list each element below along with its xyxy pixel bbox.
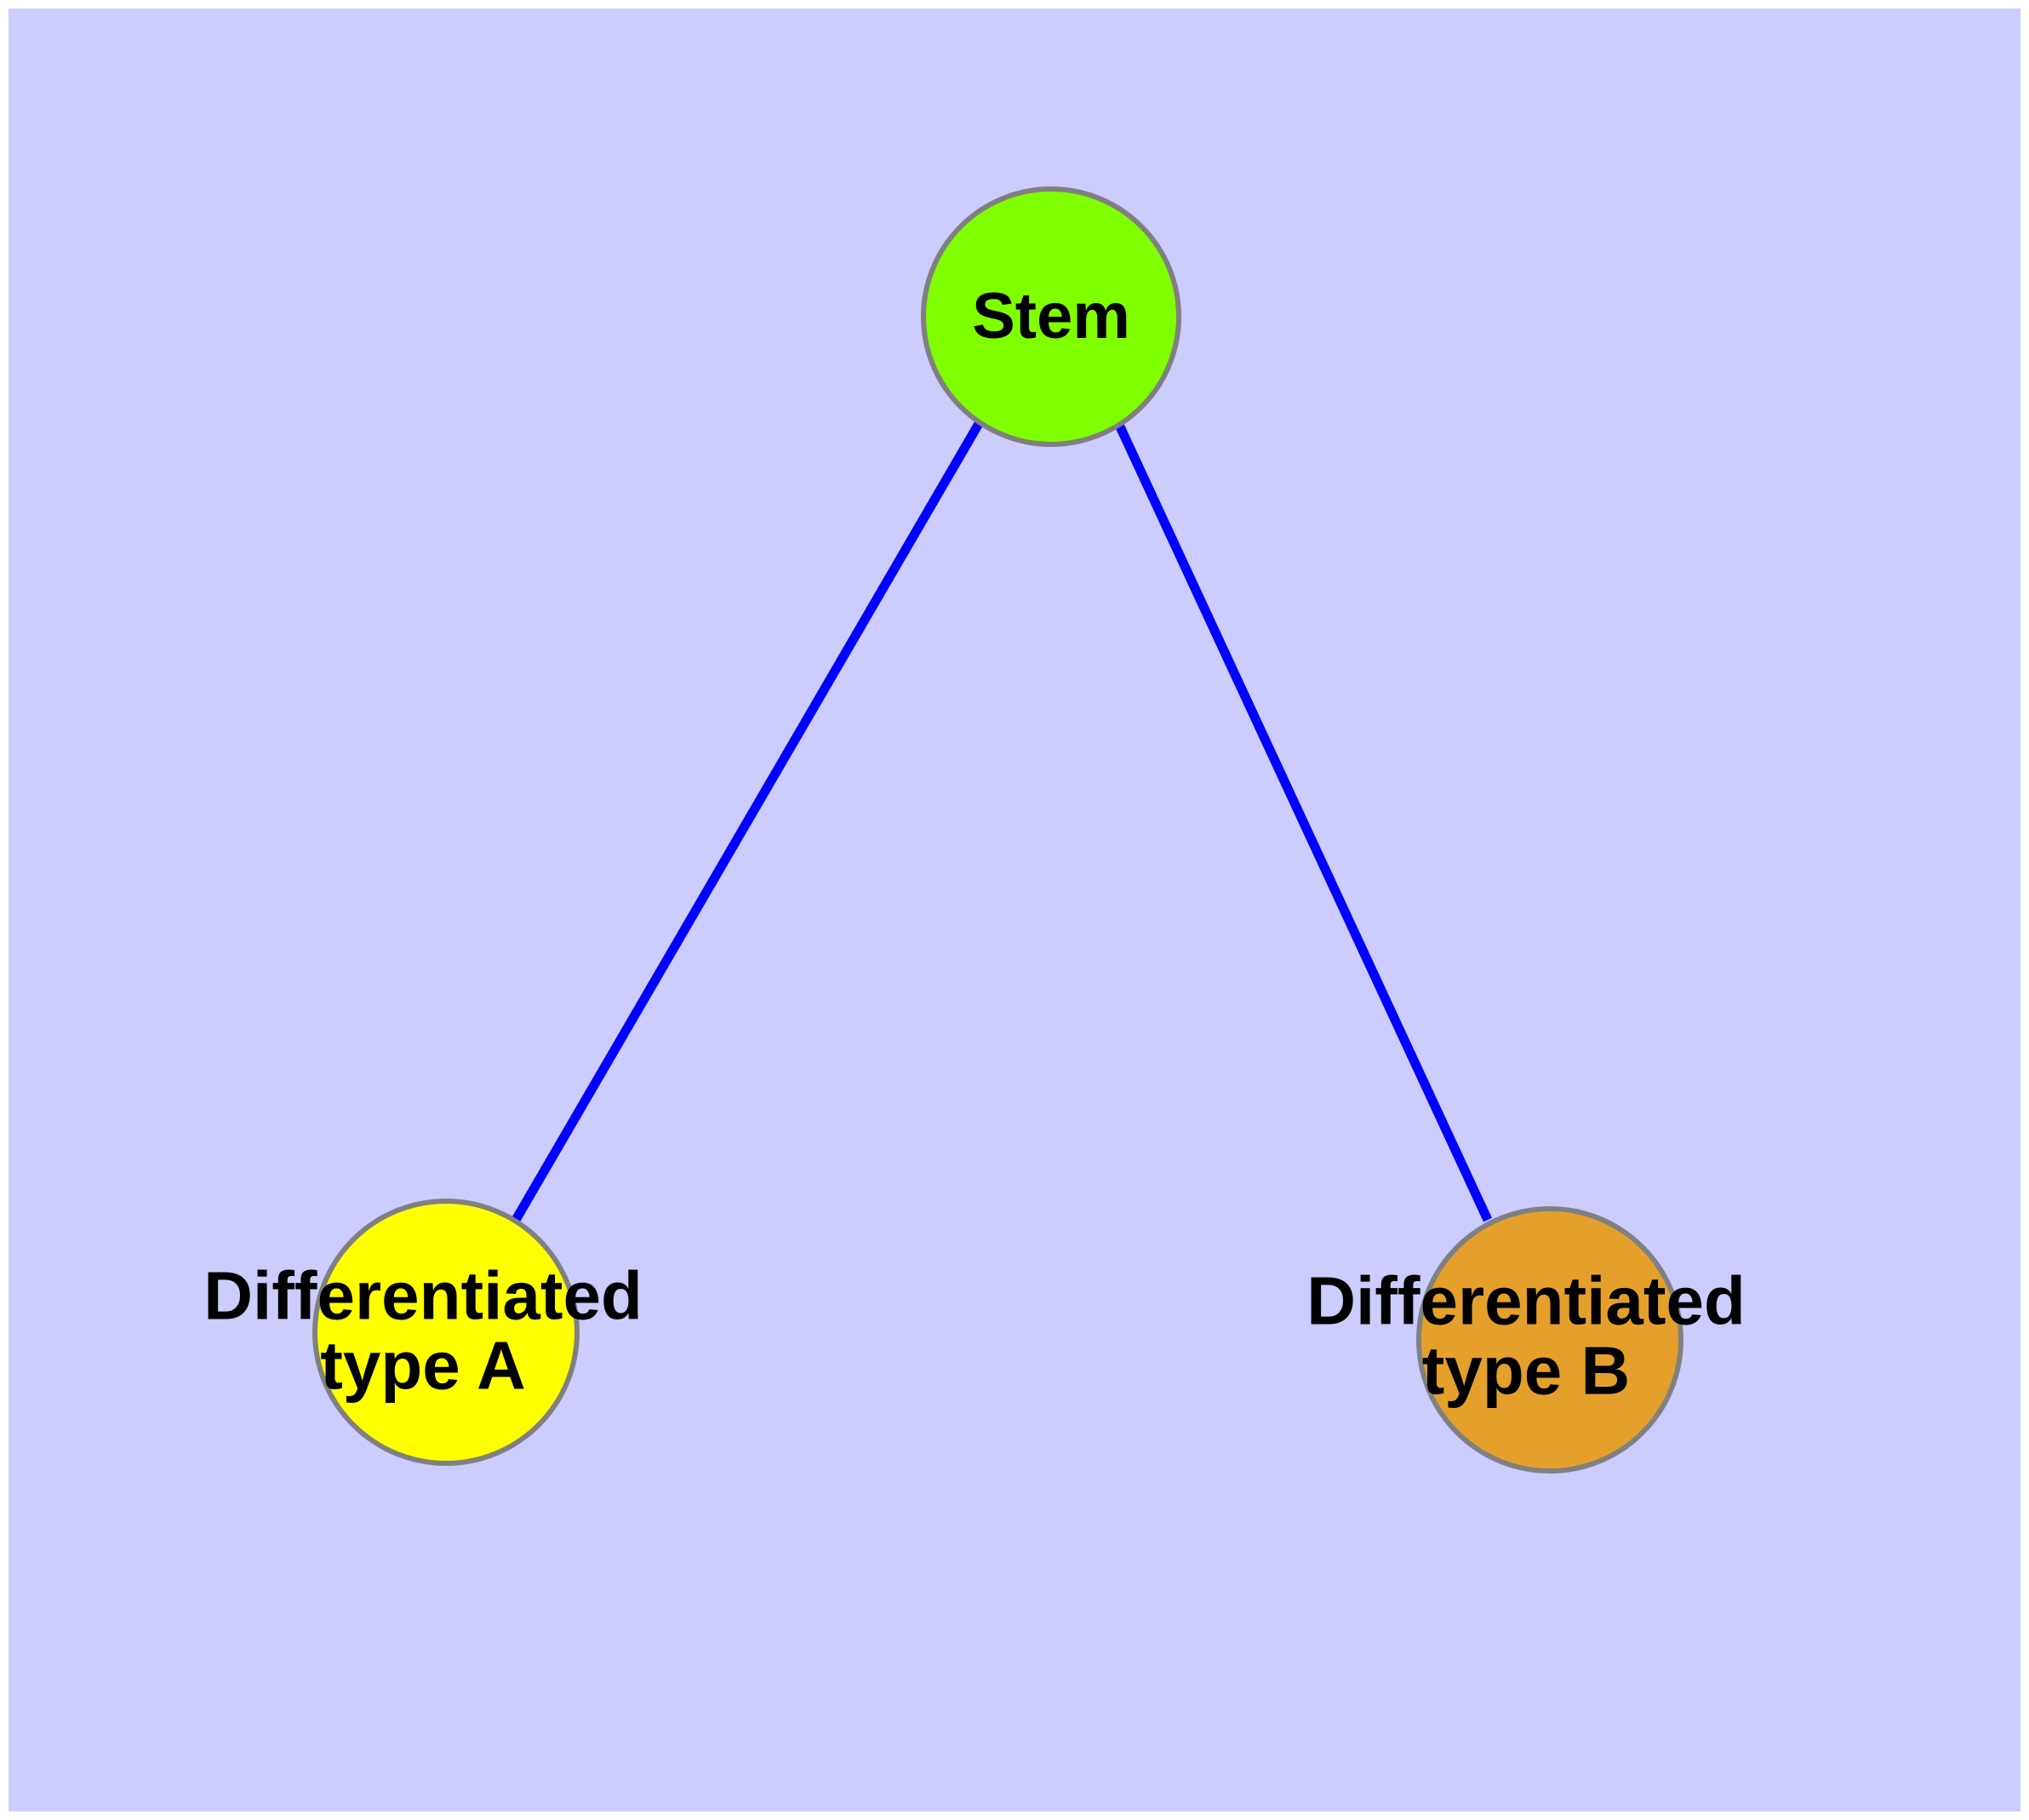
node-differentiated-type-a[interactable]	[312, 1199, 580, 1466]
edge-stem-to-type-a[interactable]	[512, 420, 984, 1222]
node-differentiated-type-b[interactable]	[1416, 1206, 1683, 1474]
node-stem[interactable]	[921, 186, 1181, 447]
edge-stem-to-type-b[interactable]	[1115, 422, 1492, 1222]
